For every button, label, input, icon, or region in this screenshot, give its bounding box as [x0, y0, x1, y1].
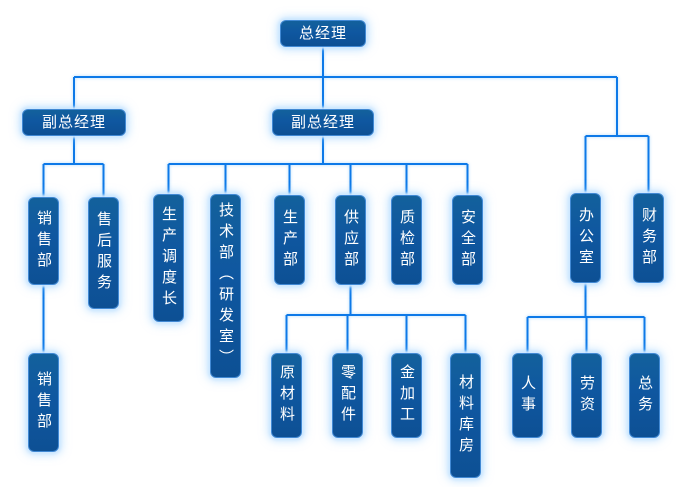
node-deputy-manager-mid: 副总经理 [272, 109, 374, 136]
node-safety-dept: 安全部 [452, 195, 483, 285]
node-sales-dept: 销售部 [28, 197, 59, 285]
node-production-dept: 生产部 [274, 195, 305, 285]
connector-office-branch [526, 283, 646, 353]
node-supply-dept: 供应部 [335, 195, 366, 285]
connector-vice-left-branch [42, 136, 105, 197]
node-general-manager: 总经理 [280, 20, 366, 47]
connector-office-finance-branch [584, 135, 650, 193]
node-metal-processing: 金加工 [391, 353, 422, 438]
node-tech-dept: 技术部（研发室） [210, 194, 241, 378]
node-quality-dept: 质检部 [391, 195, 422, 285]
node-office: 办公室 [570, 193, 601, 283]
node-labor-wages: 劳资 [571, 353, 602, 438]
node-general-affairs: 总务 [629, 353, 660, 438]
connector-root-rail [73, 47, 618, 136]
node-spare-parts: 零配件 [332, 353, 363, 438]
connector-vice-mid-branch [167, 136, 469, 195]
node-after-sales: 售后服务 [88, 197, 119, 309]
node-personnel: 人事 [512, 353, 543, 438]
connector-supply-branch [285, 285, 467, 353]
node-deputy-manager-left: 副总经理 [22, 109, 126, 136]
node-sales-sub: 销售部 [28, 353, 59, 452]
node-finance-dept: 财务部 [633, 193, 664, 283]
node-raw-materials: 原材料 [271, 353, 302, 438]
node-material-warehouse: 材料库房 [450, 353, 481, 478]
node-production-dispatch: 生产调度长 [153, 194, 184, 322]
